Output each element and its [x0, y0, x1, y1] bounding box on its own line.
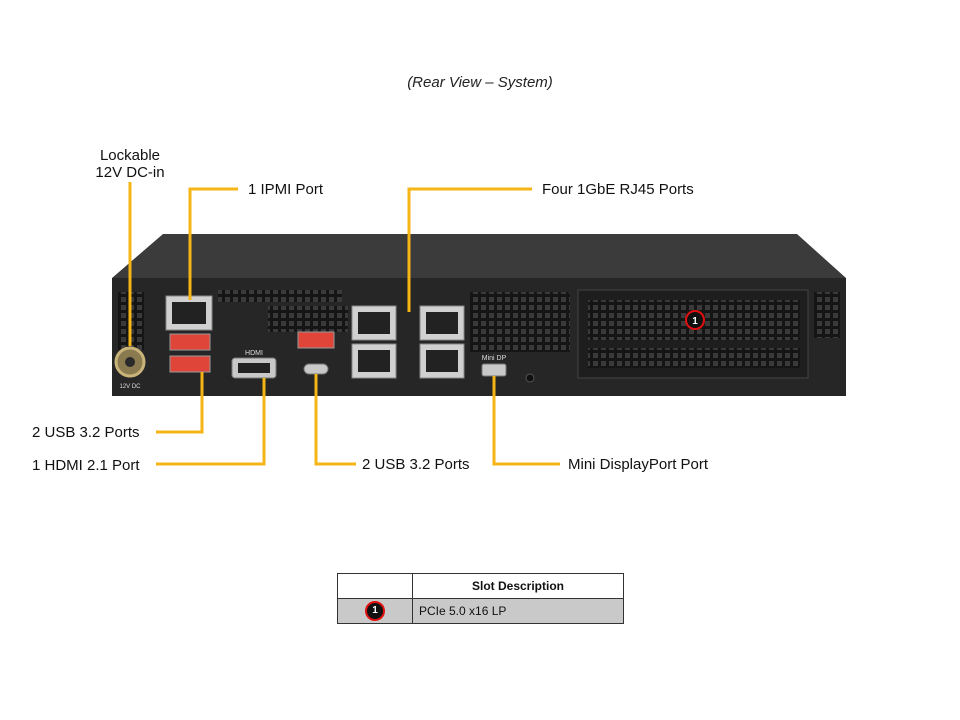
table-header-num: [337, 573, 413, 599]
slot-number-badge: 1: [365, 601, 385, 621]
vent-right: [814, 292, 840, 338]
slot-description: PCIe 5.0 x16 LP: [412, 598, 624, 624]
leader-rj45: [407, 187, 532, 312]
vent-middle: [268, 306, 348, 332]
usb-port-left-top: [169, 333, 211, 351]
slot-description-table: Slot Description 1 PCIe 5.0 x16 LP: [337, 573, 624, 624]
usb-port-center-a: [297, 331, 335, 349]
slot-badge-number: 1: [692, 316, 698, 327]
dc-in-marking: 12V DC: [119, 384, 141, 390]
vent-center: [470, 292, 570, 352]
label-ipmi: 1 IPMI Port: [248, 181, 324, 198]
label-usb-center: 2 USB 3.2 Ports: [362, 456, 470, 473]
chassis-top: [112, 234, 846, 278]
pcie-slot-vents-lower: [588, 348, 800, 368]
leader-usb-center: [314, 374, 356, 466]
figure-caption: (Rear View – System): [407, 74, 553, 91]
slot-badge: [685, 310, 705, 330]
leader-ipmi: [188, 187, 238, 300]
vent-top-left: [218, 290, 342, 302]
label-hdmi: 1 HDMI 2.1 Port: [32, 457, 140, 474]
minidp-marking: Mini DP: [482, 355, 507, 362]
label-dc-in-line2: 12V DC-in: [95, 164, 165, 181]
label-dc-in-line1: Lockable: [99, 147, 161, 164]
leader-hdmi: [156, 378, 266, 466]
table-row: 1 PCIe 5.0 x16 LP: [337, 598, 624, 624]
leader-usb-left: [156, 372, 204, 434]
reset-button: [525, 373, 535, 383]
label-rj45: Four 1GbE RJ45 Ports: [542, 181, 694, 198]
hdmi-marking: HDMI: [245, 350, 263, 357]
minidp-port: [481, 363, 507, 377]
usb-port-left-bottom: [169, 355, 211, 373]
table-header-row: Slot Description: [337, 573, 624, 599]
label-minidp: Mini DisplayPort Port: [568, 456, 709, 473]
usb-port-center-c: [303, 363, 329, 375]
label-usb-left: 2 USB 3.2 Ports: [32, 424, 140, 441]
label-dc-in: Lockable 12V DC-in: [80, 147, 180, 181]
leader-minidp: [492, 376, 560, 466]
table-header-desc: Slot Description: [412, 573, 624, 599]
